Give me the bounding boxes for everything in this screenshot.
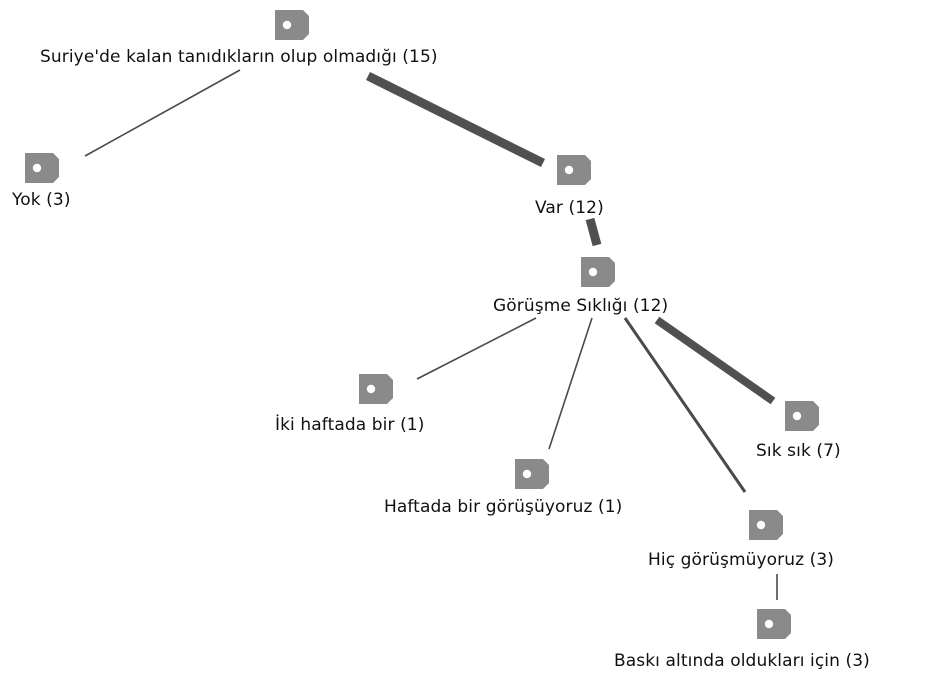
- tag-icon: [515, 459, 549, 489]
- tree-edge-n0-n1: [84, 69, 241, 157]
- tag-icon: [25, 153, 59, 183]
- tag-icon: [359, 374, 393, 404]
- tag-icon: [749, 510, 783, 540]
- tag-icon: [785, 401, 819, 431]
- tree-node-label: Baskı altında oldukları için (3): [614, 651, 870, 671]
- tag-icon: [275, 10, 309, 40]
- tree-node-label: Var (12): [535, 198, 604, 218]
- tag-icon: [557, 155, 591, 185]
- tree-node-label: İki haftada bir (1): [275, 415, 425, 435]
- tree-node-label: Hiç görüşmüyoruz (3): [648, 550, 835, 570]
- tree-edge-n2-n3: [585, 217, 602, 247]
- tree-node-label: Sık sık (7): [756, 441, 841, 461]
- tree-edge-n3-n5: [654, 316, 776, 405]
- tree-edge-n3-n4: [416, 317, 537, 380]
- tag-icon: [581, 257, 615, 287]
- tree-edge-n3-n7: [623, 317, 747, 493]
- tree-node-label: Suriye'de kalan tanıdıkların olup olmadı…: [40, 47, 438, 67]
- tree-edge-n3-n6: [548, 317, 593, 450]
- tag-icon: [757, 609, 791, 639]
- tree-edge-n0-n2: [365, 71, 546, 168]
- tree-node-label: Görüşme Sıklığı (12): [493, 296, 669, 316]
- tree-node-label: Yok (3): [12, 190, 71, 210]
- tree-node-label: Haftada bir görüşüyoruz (1): [384, 497, 623, 517]
